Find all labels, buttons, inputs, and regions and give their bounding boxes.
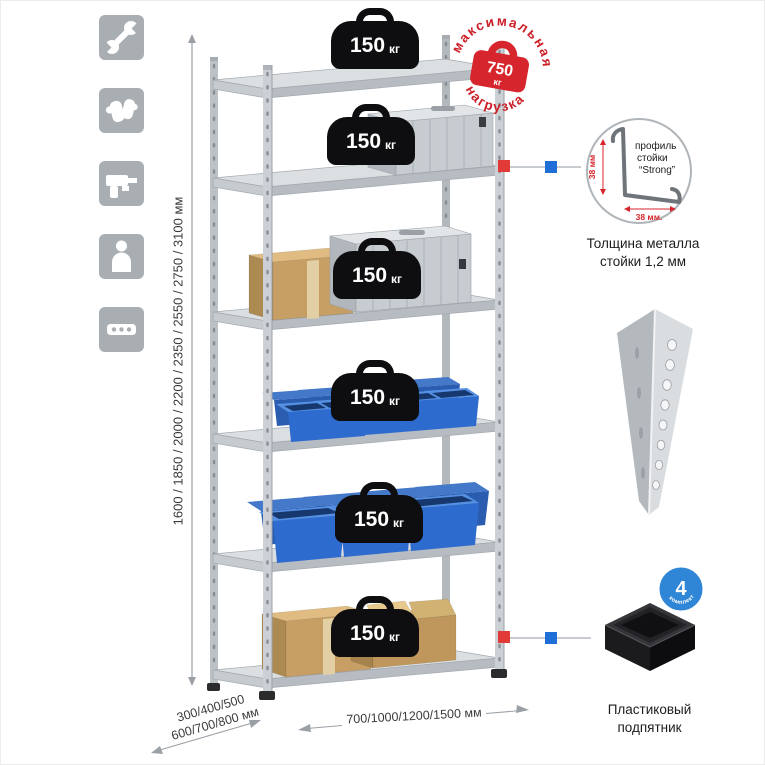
profile-dim-horizontal: 38 мм. bbox=[636, 212, 663, 222]
shelf-weight-badge: 150 кг bbox=[327, 117, 415, 165]
shelf-weight-badge: 150 кг bbox=[331, 609, 419, 657]
wrench-icon bbox=[101, 21, 142, 54]
rack-back-posts bbox=[207, 35, 450, 691]
profile-dim-arrows bbox=[600, 139, 676, 212]
shelf bbox=[212, 58, 500, 99]
weight-unit: кг bbox=[391, 271, 403, 286]
kit-count-number: 4 bbox=[675, 578, 687, 600]
post-slots bbox=[635, 347, 645, 479]
drill-icon bbox=[106, 175, 137, 198]
weight-value: 150 bbox=[349, 33, 386, 57]
foot-caption-line1: Пластиковый bbox=[607, 702, 692, 717]
stamp-weight-body bbox=[470, 50, 530, 93]
plastic-foot-photo bbox=[604, 603, 696, 671]
weight-value: 150 bbox=[349, 621, 386, 645]
profile-callout: 38 мм 38 мм. профиль стойки “Strong” bbox=[586, 118, 692, 224]
weight-unit: кг bbox=[393, 515, 405, 530]
dimension-lines bbox=[151, 34, 529, 754]
wrench-icon-tile bbox=[99, 15, 144, 60]
weight-value: 150 bbox=[351, 263, 388, 287]
shelf-weight-badge: 150 кг bbox=[335, 495, 423, 543]
marker-red-square bbox=[498, 160, 510, 172]
gloves-icon-tile bbox=[99, 88, 144, 133]
profile-label-line3: “Strong” bbox=[639, 165, 675, 176]
rack-foot bbox=[259, 691, 275, 700]
drill-icon-tile bbox=[99, 161, 144, 206]
profile-cross-section bbox=[610, 127, 682, 204]
marker-blue-square bbox=[545, 632, 557, 644]
shelf-weight-badge: 150 кг bbox=[333, 251, 421, 299]
foot-caption-line2: подпятник bbox=[617, 719, 682, 735]
weight-unit: кг bbox=[385, 137, 397, 152]
person-icon-tile bbox=[99, 234, 144, 279]
profile-label-line2: стойки bbox=[637, 153, 668, 164]
perforated-post-photo bbox=[617, 308, 693, 516]
rack-front-posts bbox=[259, 43, 507, 700]
callout-connectors bbox=[498, 160, 591, 644]
weight-value: 150 bbox=[345, 129, 382, 153]
profile-dim-vertical: 38 мм bbox=[587, 155, 597, 179]
stamp-weight-handle bbox=[487, 40, 518, 59]
foot-caption: Пластиковый подпятник bbox=[572, 701, 727, 736]
post-holes bbox=[652, 339, 677, 490]
height-dimension-label: 1600 / 1850 / 2000 / 2200 / 2350 / 2550 … bbox=[170, 196, 186, 526]
kit-count-badge: 4 в комплекте bbox=[657, 565, 705, 613]
profile-caption: Толщина металла стойки 1,2 мм bbox=[564, 235, 722, 270]
profile-caption-line2: стойки 1,2 мм bbox=[599, 253, 687, 269]
profile-caption-line1: Толщина металла bbox=[586, 236, 700, 251]
weight-value: 150 bbox=[353, 507, 390, 531]
max-load-stamp: максимальная нагрузка 750 кг bbox=[448, 5, 563, 120]
weight-unit: кг bbox=[389, 393, 401, 408]
weight-unit: кг bbox=[389, 629, 401, 644]
person-icon bbox=[112, 240, 131, 272]
marker-red-square bbox=[498, 631, 510, 643]
perforated-profile-icon bbox=[107, 324, 136, 335]
profile-label-line1: профиль bbox=[635, 140, 676, 152]
weight-value: 150 bbox=[349, 385, 386, 409]
stamp-value: 750 bbox=[485, 59, 514, 80]
rack-foot bbox=[491, 669, 507, 678]
stamp-unit: кг bbox=[493, 76, 503, 87]
marker-blue-square bbox=[545, 161, 557, 173]
weight-unit: кг bbox=[389, 41, 401, 56]
gloves-icon bbox=[105, 99, 138, 123]
shelf-weight-badge: 150 кг bbox=[331, 21, 419, 69]
profile-icon-tile bbox=[99, 307, 144, 352]
shelf-weight-badge: 150 кг bbox=[331, 373, 419, 421]
